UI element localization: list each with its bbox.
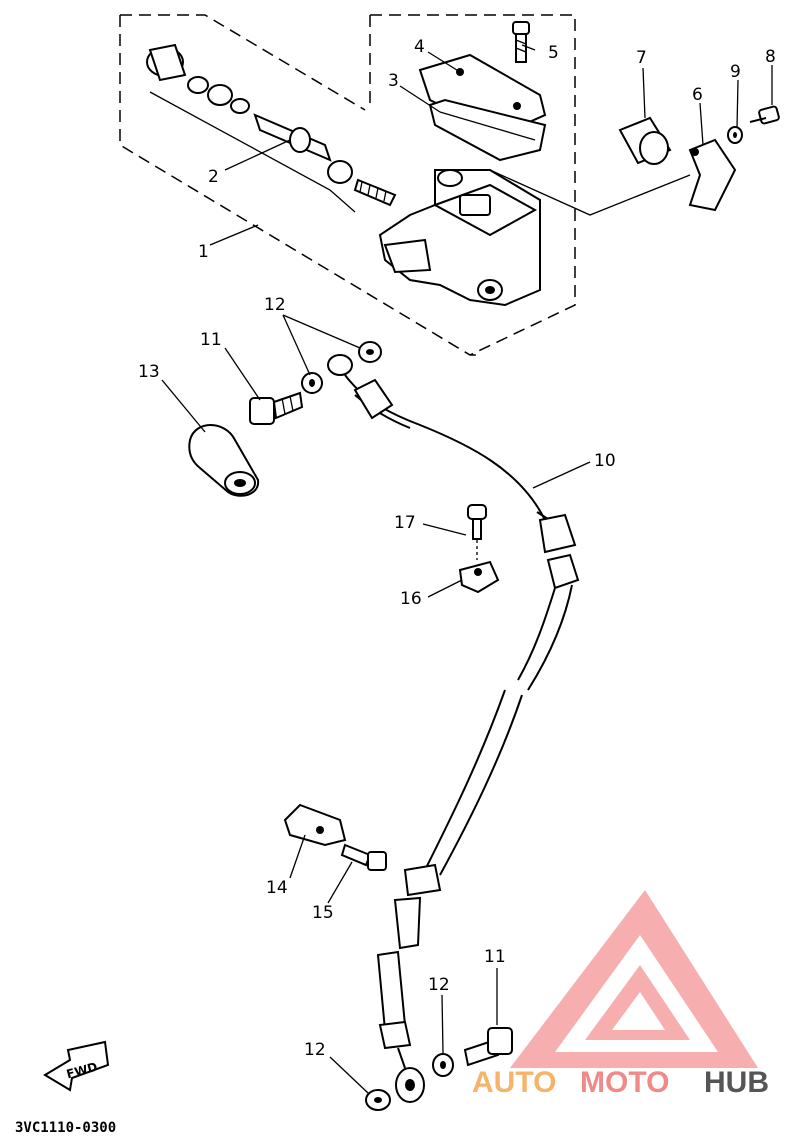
- callout-9: 9: [730, 62, 741, 82]
- callout-6: 6: [692, 85, 703, 105]
- callout-11-lower: 11: [484, 947, 506, 967]
- watermark-auto: AUTO: [472, 1066, 556, 1099]
- callout-12-upper: 12: [264, 295, 286, 315]
- holder-clamp: [688, 138, 737, 212]
- hose-guide: [458, 560, 500, 594]
- callout-1: 1: [198, 242, 209, 262]
- copper-washer-lower-a: [432, 1053, 454, 1077]
- piston-kit: [146, 43, 397, 213]
- callout-2: 2: [208, 167, 219, 187]
- assembly-dashed-outline: [119, 14, 576, 356]
- spacer: [618, 116, 672, 165]
- watermark-hub: HUB: [704, 1066, 769, 1099]
- copper-washer-upper-a: [301, 372, 323, 394]
- callout-10: 10: [594, 451, 616, 471]
- master-cylinder-body: [378, 169, 541, 307]
- watermark-moto: MOTO: [580, 1066, 669, 1099]
- callout-15: 15: [312, 903, 334, 923]
- callout-5: 5: [548, 43, 559, 63]
- diagram-code: 3VC1110-0300: [15, 1120, 116, 1136]
- rubber-boot: [188, 424, 260, 497]
- callout-17: 17: [394, 513, 416, 533]
- guide-screw-icon: [467, 504, 487, 540]
- callout-12-lower-left: 12: [304, 1040, 326, 1060]
- union-bolt-upper-icon: [249, 391, 304, 425]
- callout-7: 7: [636, 48, 647, 68]
- cap-diaphragm: [428, 98, 547, 162]
- callout-3: 3: [388, 71, 399, 91]
- callout-14: 14: [266, 878, 288, 898]
- callout-4: 4: [414, 37, 425, 57]
- fwd-arrow-icon: FWD: [43, 1040, 110, 1092]
- callout-16: 16: [400, 589, 422, 609]
- copper-washer-upper-b: [358, 341, 382, 363]
- callout-leaders: [161, 44, 773, 1094]
- brake-hose: [327, 354, 580, 1103]
- watermark-logo-icon: [510, 890, 758, 1068]
- holder-bolt-icon: [340, 843, 387, 871]
- cap-screw-icon: [512, 21, 530, 63]
- callout-8: 8: [765, 47, 776, 67]
- callout-13: 13: [138, 362, 160, 382]
- callout-12-lower-right: 12: [428, 975, 450, 995]
- copper-washer-lower-b: [365, 1089, 391, 1111]
- watermark-text: AUTO MOTO HUB: [472, 1066, 769, 1099]
- clamp-bolt-icon: [749, 105, 780, 125]
- callout-11-upper: 11: [200, 330, 222, 350]
- washer-icon: [727, 126, 743, 144]
- hose-holder: [283, 803, 347, 847]
- union-bolt-lower-icon: [463, 1027, 513, 1067]
- callout-labels: 1 2 3 4 5 6 7 8 9 10 11 11 12 12 12 13 1…: [138, 37, 776, 1060]
